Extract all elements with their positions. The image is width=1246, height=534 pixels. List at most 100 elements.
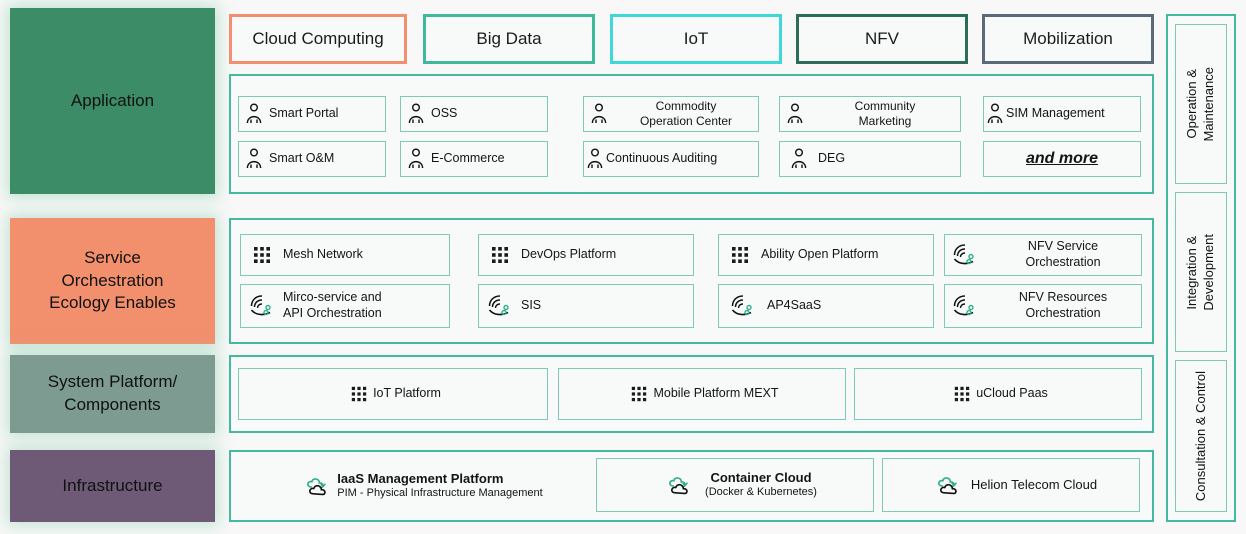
sys-tile-ucloud-paas[interactable]: uCloud Paas xyxy=(854,368,1142,420)
layer-label-system-platform-text: System Platform/ Components xyxy=(48,371,177,417)
orchestration-icon xyxy=(719,294,767,318)
person-icon xyxy=(780,103,810,125)
app-tile-and-more-label: and more xyxy=(1025,150,1098,167)
person-icon xyxy=(780,148,818,170)
infra-tile-iaas-management-platform[interactable]: IaaS Management Platform PIM - Physical … xyxy=(250,460,590,512)
app-tile-sim-management[interactable]: SIM Management xyxy=(983,96,1141,132)
orchestration-icon xyxy=(945,243,985,267)
sys-tile-iot-platform-label: IoT Platform xyxy=(373,386,441,401)
person-icon xyxy=(401,148,431,170)
line-2: Orchestration xyxy=(61,270,164,290)
grid-dots-icon xyxy=(241,245,283,265)
infra-tile-container-cloud-subtitle: (Docker & Kubernetes) xyxy=(705,486,817,499)
badge-big-data[interactable]: Big Data xyxy=(423,14,595,64)
rail-consultation-control[interactable]: Consultation & Control xyxy=(1175,360,1227,512)
person-icon xyxy=(401,103,431,125)
badge-nfv-label: NFV xyxy=(865,29,899,48)
rail-operation-maintenance-label: Operation & Maintenance xyxy=(1184,66,1216,142)
infra-tile-helion-telecom-cloud-label: Helion Telecom Cloud xyxy=(970,476,1098,492)
grid-dots-icon xyxy=(625,385,653,403)
grid-dots-icon xyxy=(345,385,373,403)
app-tile-deg[interactable]: DEG xyxy=(779,141,961,177)
app-tile-commodity-operation-center-label: Commodity Operation Center xyxy=(639,99,733,128)
svc-tile-nfv-resources-orchestration-label: NFV Resources Orchestration xyxy=(1018,290,1108,320)
grid-dots-icon xyxy=(948,385,976,403)
line-3: Ecology Enables xyxy=(49,293,176,313)
svc-tile-sis[interactable]: SIS xyxy=(478,284,694,328)
app-tile-sim-management-label: SIM Management xyxy=(1006,106,1105,121)
sys-tile-mobile-platform-mext[interactable]: Mobile Platform MEXT xyxy=(558,368,846,420)
badge-mobilization[interactable]: Mobilization xyxy=(982,14,1154,64)
orchestration-icon xyxy=(945,294,985,318)
app-tile-e-commerce-label: E-Commerce xyxy=(431,151,505,166)
rail-integration-development-label: Integration & Development xyxy=(1184,233,1216,311)
svc-tile-ability-open-platform-label: Ability Open Platform xyxy=(761,247,879,262)
infra-tile-container-cloud[interactable]: Container Cloud (Docker & Kubernetes) xyxy=(596,458,874,512)
app-tile-e-commerce[interactable]: E-Commerce xyxy=(400,141,548,177)
badge-cloud-computing-label: Cloud Computing xyxy=(252,29,384,48)
app-tile-oss-label: OSS xyxy=(431,106,458,121)
svc-tile-devops-platform-label: DevOps Platform xyxy=(521,247,617,262)
infra-tile-iaas-subtitle: PIM - Physical Infrastructure Management xyxy=(337,487,543,500)
cloud-refresh-icon xyxy=(925,473,971,497)
svc-tile-mesh-network-label: Mesh Network xyxy=(283,247,363,262)
svc-tile-nfv-service-orchestration-label: NFV Service Orchestration xyxy=(1025,239,1101,269)
svc-tile-nfv-service-orchestration[interactable]: NFV Service Orchestration xyxy=(944,234,1142,276)
svc-tile-microservice-api-orchestration-label: Mirco-service and API Orchestration xyxy=(283,290,382,320)
rail-integration-development[interactable]: Integration & Development xyxy=(1175,192,1227,352)
app-tile-oss[interactable]: OSS xyxy=(400,96,548,132)
svc-tile-ability-open-platform[interactable]: Ability Open Platform xyxy=(718,234,934,276)
person-icon xyxy=(239,148,269,170)
infra-tile-container-cloud-text: Container Cloud (Docker & Kubernetes) xyxy=(705,470,817,500)
infra-tile-helion-telecom-cloud[interactable]: Helion Telecom Cloud xyxy=(882,458,1140,512)
svc-tile-mesh-network[interactable]: Mesh Network xyxy=(240,234,450,276)
badge-iot[interactable]: IoT xyxy=(610,14,782,64)
app-tile-and-more[interactable]: and more xyxy=(983,141,1141,177)
cloud-refresh-icon xyxy=(653,473,705,497)
sys-tile-mobile-platform-mext-label: Mobile Platform MEXT xyxy=(653,386,779,401)
person-icon xyxy=(239,103,269,125)
app-tile-continuous-auditing-label: Continuous Auditing xyxy=(606,151,718,166)
orchestration-icon xyxy=(241,294,283,318)
layer-label-application-text: Application xyxy=(70,90,155,110)
app-tile-smart-om-label: Smart O&M xyxy=(269,151,335,166)
badge-mobilization-label: Mobilization xyxy=(1023,29,1113,48)
svc-tile-microservice-api-orchestration[interactable]: Mirco-service and API Orchestration xyxy=(240,284,450,328)
person-icon xyxy=(584,148,606,170)
app-tile-community-marketing-label: Community Marketing xyxy=(854,99,916,128)
app-tile-smart-om[interactable]: Smart O&M xyxy=(238,141,386,177)
svc-tile-nfv-resources-orchestration[interactable]: NFV Resources Orchestration xyxy=(944,284,1142,328)
person-icon xyxy=(584,103,614,125)
rail-consultation-control-label: Consultation & Control xyxy=(1192,370,1208,502)
rail-operation-maintenance[interactable]: Operation & Maintenance xyxy=(1175,24,1227,184)
line-1: System Platform/ xyxy=(47,372,178,392)
grid-dots-icon xyxy=(479,245,521,265)
cloud-refresh-icon xyxy=(297,474,337,498)
layer-label-system-platform[interactable]: System Platform/ Components xyxy=(10,355,215,433)
svc-tile-devops-platform[interactable]: DevOps Platform xyxy=(478,234,694,276)
layer-label-service-orchestration[interactable]: Service Orchestration Ecology Enables xyxy=(10,218,215,344)
app-tile-smart-portal[interactable]: Smart Portal xyxy=(238,96,386,132)
sys-tile-ucloud-paas-label: uCloud Paas xyxy=(976,386,1048,401)
app-tile-deg-label: DEG xyxy=(818,151,846,166)
badge-nfv[interactable]: NFV xyxy=(796,14,968,64)
person-icon xyxy=(984,103,1006,125)
svc-tile-sis-label: SIS xyxy=(521,298,542,313)
orchestration-icon xyxy=(479,294,521,318)
app-tile-community-marketing[interactable]: Community Marketing xyxy=(779,96,961,132)
badge-iot-label: IoT xyxy=(683,29,709,48)
app-tile-smart-portal-label: Smart Portal xyxy=(269,106,339,121)
sys-tile-iot-platform[interactable]: IoT Platform xyxy=(238,368,548,420)
infra-tile-iaas-title: IaaS Management Platform xyxy=(337,471,504,486)
svc-tile-ap4saas-label: AP4SaaS xyxy=(767,298,822,313)
app-tile-commodity-operation-center[interactable]: Commodity Operation Center xyxy=(583,96,759,132)
layer-label-application[interactable]: Application xyxy=(10,8,215,194)
badge-big-data-label: Big Data xyxy=(476,29,542,48)
infra-tile-container-cloud-title: Container Cloud xyxy=(710,470,812,485)
infra-tile-iaas-text: IaaS Management Platform PIM - Physical … xyxy=(337,471,542,501)
svc-tile-ap4saas[interactable]: AP4SaaS xyxy=(718,284,934,328)
layer-label-infrastructure[interactable]: Infrastructure xyxy=(10,450,215,522)
app-tile-continuous-auditing[interactable]: Continuous Auditing xyxy=(583,141,759,177)
badge-cloud-computing[interactable]: Cloud Computing xyxy=(229,14,407,64)
